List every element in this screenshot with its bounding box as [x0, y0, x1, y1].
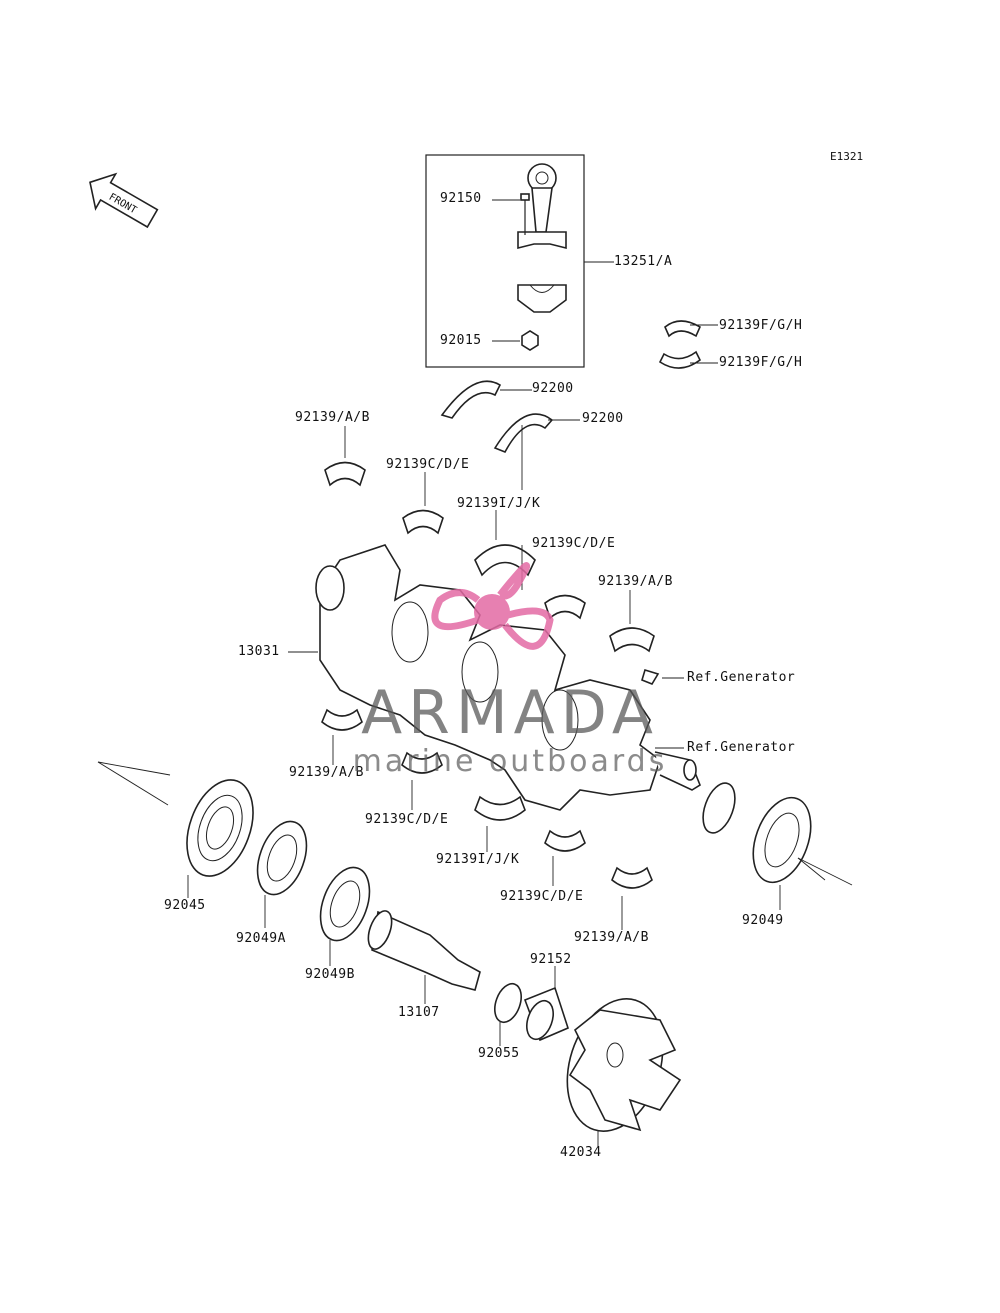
label-92139cde-4: 92139C/D/E [500, 889, 584, 904]
leader-lines [97, 199, 853, 1146]
label-92139cde-3: 92139C/D/E [365, 812, 449, 827]
main-bearing-cde-upper-1 [402, 509, 444, 535]
woodruff-key [641, 668, 660, 685]
crankshaft [315, 544, 701, 811]
watermark-logo-icon [431, 562, 554, 650]
ball-bearing [186, 779, 254, 877]
label-92139ab-4: 92139/A/B [574, 930, 649, 945]
main-bearing-ijk-lower [474, 795, 526, 821]
label-92139ijk-1: 92139I/J/K [457, 496, 541, 511]
oil-seal-rear [752, 796, 812, 884]
front-arrow-icon: FRONT [89, 172, 159, 229]
label-92139fgh-2: 92139F/G/H [719, 355, 803, 370]
label-92055: 92055 [478, 1046, 520, 1061]
main-bearing-ab-lower-1 [321, 708, 363, 731]
label-92152: 92152 [530, 952, 572, 967]
main-bearing-cde-lower-2 [544, 829, 586, 852]
label-92139ab-1: 92139/A/B [295, 410, 370, 425]
oil-seal-a [256, 820, 308, 896]
label-92139fgh-1: 92139F/G/H [719, 318, 803, 333]
label-92049a: 92049A [236, 931, 286, 946]
label-92049: 92049 [742, 913, 784, 928]
thrust-washer-lower [493, 413, 554, 454]
thrust-washer-upper [440, 380, 502, 419]
label-92045: 92045 [164, 898, 206, 913]
label-92200-b: 92200 [582, 411, 624, 426]
main-bearing-ab-lower-2 [611, 866, 653, 889]
label-ref-generator-2: Ref.Generator [687, 740, 796, 755]
main-bearing-ab-upper-1 [324, 461, 366, 487]
label-92200-a: 92200 [532, 381, 574, 396]
bearing-shell-fgh-lower [658, 350, 702, 369]
label-92015: 92015 [440, 333, 482, 348]
connecting-rod-box [425, 154, 585, 368]
bearing-shell-fgh-upper [664, 320, 702, 338]
watermark-tagline: marine outboards [352, 744, 668, 779]
label-92139cde-2: 92139C/D/E [532, 536, 616, 551]
main-bearing-ab-upper-2 [609, 627, 655, 653]
connecting-rod-assembly [517, 163, 567, 351]
label-92049b: 92049B [305, 967, 355, 982]
label-92139ijk-2: 92139I/J/K [436, 852, 520, 867]
label-92139ab-2: 92139/A/B [598, 574, 673, 589]
label-92139ab-3: 92139/A/B [289, 765, 364, 780]
main-bearing-cde-upper-2 [544, 594, 586, 620]
label-42034: 42034 [560, 1145, 602, 1160]
label-13107: 13107 [398, 1005, 440, 1020]
o-ring [494, 982, 522, 1024]
label-92139cde-1: 92139C/D/E [386, 457, 470, 472]
label-13251-a: 13251/A [614, 254, 673, 269]
label-92150: 92150 [440, 191, 482, 206]
oil-seal-b [319, 866, 371, 942]
output-shaft [367, 910, 481, 991]
coupling [566, 998, 682, 1132]
main-bearing-cde-lower-1 [401, 751, 443, 774]
watermark-brand: ARMADA [361, 678, 659, 748]
label-13031: 13031 [238, 644, 280, 659]
diagram-code: E1321 [830, 150, 864, 163]
collar [523, 986, 569, 1042]
thrust-ring [702, 782, 736, 834]
label-ref-generator-1: Ref.Generator [687, 670, 796, 685]
